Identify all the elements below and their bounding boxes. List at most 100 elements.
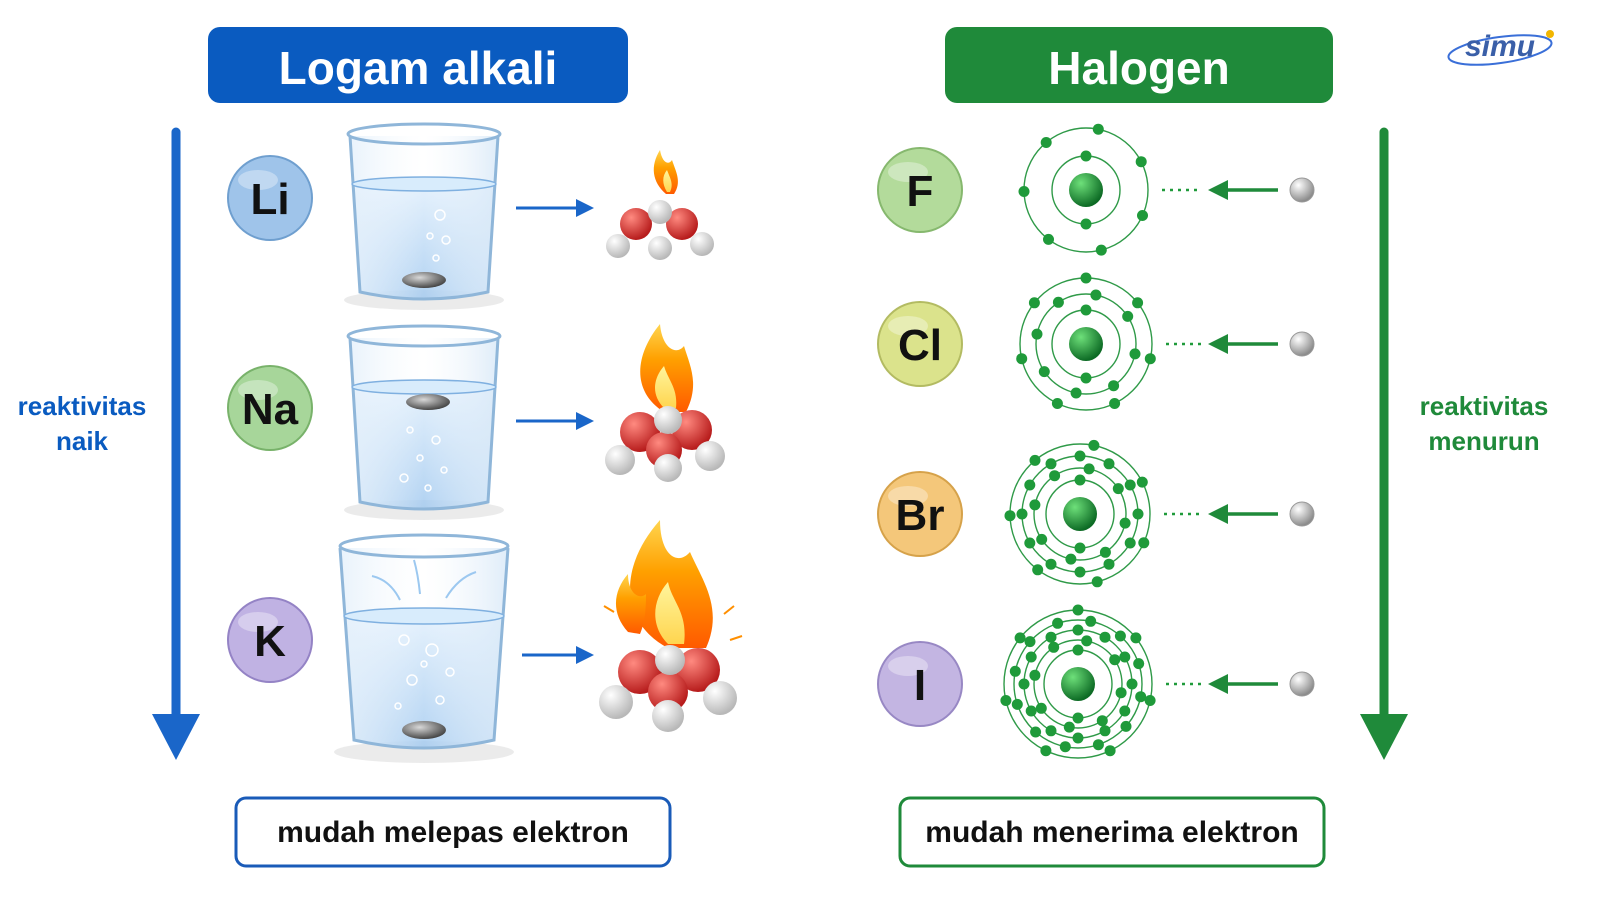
electron <box>1038 366 1050 378</box>
electron <box>1011 698 1023 710</box>
electron <box>1059 741 1071 753</box>
electron <box>1092 739 1104 751</box>
electron-shell <box>1033 639 1123 729</box>
incoming-electron-arrowhead <box>1208 334 1228 354</box>
electron <box>1108 380 1120 392</box>
product-k <box>599 520 743 732</box>
electron <box>1103 558 1115 570</box>
electron <box>1051 398 1063 409</box>
electron <box>1018 186 1030 197</box>
electron <box>1040 137 1052 148</box>
electron <box>1072 712 1084 724</box>
nucleus <box>1061 667 1095 701</box>
electron <box>1112 483 1124 495</box>
halogen-trend-label-line2: menurun <box>1428 426 1539 456</box>
electron <box>1028 297 1040 309</box>
electron <box>1135 691 1147 703</box>
halogen-element-i: I <box>877 641 963 727</box>
electron <box>1080 218 1092 230</box>
electron <box>1080 304 1092 316</box>
halogen-trend-label-line1: reaktivitas <box>1420 391 1549 421</box>
electron <box>1000 695 1012 706</box>
electron <box>1032 564 1044 576</box>
electron <box>1072 644 1084 656</box>
nucleus <box>1063 497 1097 531</box>
electron <box>1009 665 1021 677</box>
beaker-na <box>344 324 504 520</box>
electron <box>1065 553 1077 565</box>
electron <box>1074 474 1086 486</box>
atom-model-f <box>1018 123 1315 256</box>
electron <box>1115 687 1127 699</box>
electron <box>1072 604 1084 616</box>
electron <box>1029 499 1041 511</box>
electron <box>1088 439 1100 451</box>
electron <box>1016 353 1028 365</box>
halogen-element-cl: Cl <box>877 301 963 387</box>
electron <box>1122 310 1134 322</box>
electron <box>1132 508 1144 520</box>
simu-logo-text: simu <box>1465 30 1535 63</box>
alkali-header: Logam alkali <box>208 27 628 103</box>
electron <box>1104 745 1116 757</box>
free-electron <box>1289 671 1315 697</box>
nucleus <box>1069 173 1103 207</box>
atom-models <box>1000 123 1315 759</box>
electron <box>1137 210 1148 221</box>
electron <box>1052 296 1064 308</box>
electron <box>1080 272 1092 284</box>
electron <box>1092 123 1104 135</box>
reaction-arrow-k <box>522 646 594 664</box>
electron <box>1144 353 1156 365</box>
electron <box>1072 732 1084 744</box>
alkali-caption: mudah melepas elektron <box>277 816 629 849</box>
electron <box>1045 725 1057 737</box>
electron <box>1085 615 1097 627</box>
halogen-header: Halogen <box>945 27 1333 103</box>
electron <box>1109 654 1121 666</box>
incoming-electron-arrowhead <box>1208 180 1228 200</box>
alkali-trend-label-line2: naik <box>56 426 109 456</box>
electron <box>1144 695 1156 706</box>
alkali-symbol-na: Na <box>242 385 299 434</box>
alkali-symbol-li: Li <box>250 175 289 224</box>
electron <box>1080 150 1092 162</box>
atom-model-cl <box>1016 272 1315 411</box>
electron <box>1072 624 1084 636</box>
beaker-k <box>334 533 514 763</box>
electron <box>1120 720 1132 732</box>
atom-model-br <box>1004 439 1315 588</box>
product-na <box>605 324 725 482</box>
electron <box>1074 566 1086 578</box>
electron <box>1048 641 1060 653</box>
electron <box>1036 533 1048 545</box>
product-li <box>606 150 714 260</box>
alkali-title: Logam alkali <box>279 42 558 94</box>
halogen-symbol-br: Br <box>896 491 945 540</box>
electron <box>1132 297 1144 309</box>
electron <box>1130 632 1142 644</box>
electron-shell <box>1013 619 1143 749</box>
electron <box>1035 702 1047 714</box>
halogen-symbol-cl: Cl <box>898 321 942 370</box>
electron <box>1049 470 1061 482</box>
free-electron <box>1289 331 1315 357</box>
electron <box>1031 328 1043 340</box>
electron <box>1096 715 1108 727</box>
nucleus <box>1069 327 1103 361</box>
electron <box>1124 537 1136 549</box>
electron <box>1126 678 1138 690</box>
electron <box>1040 745 1052 757</box>
electron <box>1119 651 1131 663</box>
atom-model-i <box>1000 604 1315 759</box>
electron <box>1016 508 1028 520</box>
electron <box>1119 517 1131 529</box>
electron <box>1045 631 1057 643</box>
electron <box>1004 510 1016 522</box>
electron <box>1024 479 1036 491</box>
reaction-arrow-li <box>516 199 594 217</box>
halogen-trend-arrow <box>1360 127 1408 760</box>
electron <box>1099 631 1111 643</box>
electron <box>1030 726 1042 738</box>
